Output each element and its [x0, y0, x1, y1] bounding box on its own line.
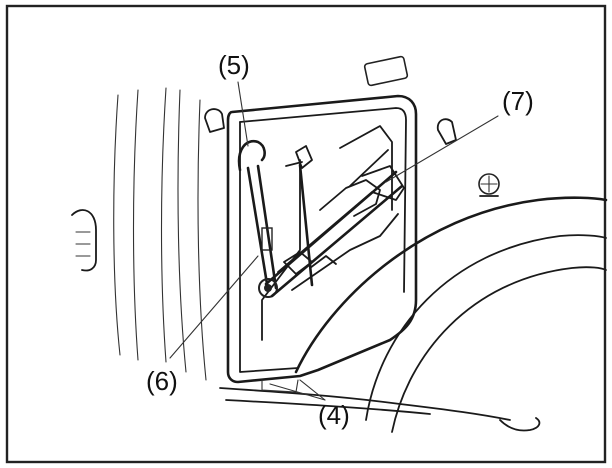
- hook-icon: [436, 118, 457, 145]
- jack-handle-rod: [237, 139, 314, 292]
- callout-4: (4): [318, 400, 350, 430]
- left-trim-lines: [113, 87, 207, 381]
- door-pocket-icon: [71, 209, 97, 272]
- vent-grille: [363, 55, 409, 87]
- figure-border: [5, 4, 607, 464]
- callout-7: (7): [502, 86, 534, 116]
- callout-6: (6): [146, 366, 178, 396]
- callout-5: (5): [218, 50, 250, 80]
- leader-lines: [169, 81, 499, 401]
- wrench-bracket: [258, 227, 278, 298]
- bolt-icon: [478, 173, 500, 197]
- top-clip-icon: [204, 108, 225, 133]
- lower-sill: [219, 379, 541, 432]
- wheel-arch: [294, 196, 608, 433]
- compartment-frame: [226, 94, 418, 384]
- scissor-jack: [264, 149, 405, 298]
